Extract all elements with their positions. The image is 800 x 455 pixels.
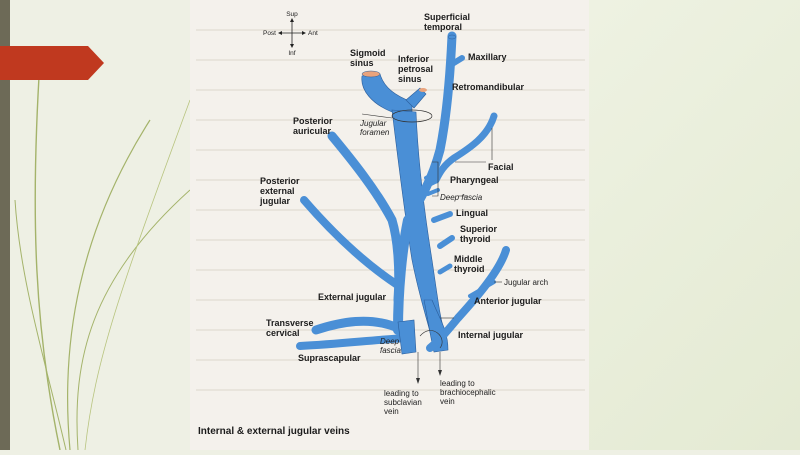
- label-lingual: Lingual: [456, 208, 488, 218]
- label-transverse-cervical: Transverse cervical: [266, 318, 316, 338]
- label-anterior-jugular: Anterior jugular: [474, 296, 542, 306]
- label-superior-thyroid: Superior thyroid: [460, 224, 500, 244]
- inferior-petrosal-sinus-vein: [405, 87, 427, 109]
- compass-inf: Inf: [288, 50, 295, 57]
- left-margin-bar: [0, 0, 10, 450]
- label-deep-fascia-upper: Deep fascia: [440, 193, 483, 202]
- label-internal-jugular: Internal jugular: [458, 330, 524, 340]
- facial-vein: [432, 112, 498, 184]
- label-sigmoid-sinus: Sigmoid sinus: [350, 48, 388, 68]
- label-maxillary: Maxillary: [468, 52, 507, 62]
- orientation-compass: Sup Post Ant Inf: [263, 11, 318, 57]
- label-superficial-temporal: Superficial temporal: [424, 12, 473, 32]
- transverse-cervical-vein: [311, 316, 403, 335]
- label-retromandibular: Retromandibular: [452, 82, 525, 92]
- label-jugular-foramen: Jugular foramen: [359, 119, 390, 137]
- label-jugular-arch: Jugular arch: [504, 278, 548, 287]
- label-deep-fascia-lower: Deep fascia: [380, 337, 401, 355]
- suprascapular-vein: [296, 334, 410, 350]
- red-arrow-tab: [0, 46, 104, 80]
- compass-post: Post: [263, 30, 276, 37]
- middle-thyroid-vein: [437, 263, 453, 275]
- anterior-jugular-vein: [426, 246, 510, 352]
- jugular-veins-diagram: Sup Post Ant Inf: [196, 11, 585, 437]
- retromandibular-vein: [403, 31, 457, 225]
- vein-network: [296, 31, 510, 355]
- label-facial: Facial: [488, 162, 514, 172]
- label-posterior-auricular: Posterior auricular: [293, 116, 335, 136]
- external-jugular-vein: [393, 215, 413, 335]
- compass-sup: Sup: [286, 11, 298, 18]
- superior-thyroid-vein: [437, 235, 455, 249]
- decorative-swirl: [14, 59, 190, 450]
- sigmoid-sinus-vein: [361, 73, 413, 117]
- label-posterior-external-jugular: Posterior external jugular: [259, 176, 302, 206]
- leader-lines: [361, 113, 502, 384]
- label-leading-brachiocephalic: leading to brachiocephalic vein: [440, 379, 498, 406]
- posterior-external-jugular-vein: [300, 196, 400, 288]
- lingual-vein: [431, 211, 453, 223]
- label-external-jugular: External jugular: [318, 292, 387, 302]
- figure-caption: Internal & external jugular veins: [198, 426, 350, 437]
- compass-ant: Ant: [308, 30, 318, 37]
- label-suprascapular: Suprascapular: [298, 353, 361, 363]
- label-inferior-petrosal-sinus: Inferior petrosal sinus: [398, 54, 436, 84]
- textbook-page: Sup Post Ant Inf: [190, 0, 589, 450]
- label-leading-subclavian: leading to subclavian vein: [384, 389, 424, 416]
- label-middle-thyroid: Middle thyroid: [454, 254, 485, 274]
- right-background-panel: [589, 0, 800, 450]
- label-pharyngeal: Pharyngeal: [450, 175, 499, 185]
